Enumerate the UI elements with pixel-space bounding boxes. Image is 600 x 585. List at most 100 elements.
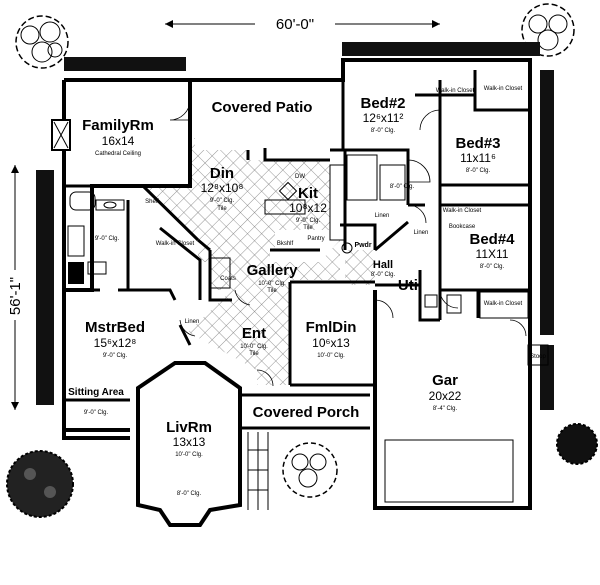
- room-ceiling: 8'-0" Clg.: [371, 128, 396, 134]
- room-ceiling: 9'-0" Clg.: [84, 410, 109, 416]
- room-floor: Tile: [217, 206, 227, 212]
- tile-floor: [345, 250, 375, 285]
- shrub-icon: [556, 423, 598, 465]
- walkin-label: Walk-in Closet: [443, 208, 482, 214]
- room-util: Util: [398, 277, 422, 294]
- depth-label: 56'-1": [7, 277, 24, 315]
- room-master: MstrBed 15⁶x12⁸ 9'-0" Clg.: [85, 319, 145, 359]
- cooktop-icon: [278, 181, 298, 201]
- room-ceiling: 10'-0" Clg.: [240, 344, 268, 350]
- hedge: [64, 57, 186, 71]
- room-ceiling: Cathedral Ceiling: [95, 151, 141, 157]
- room-ceiling: 9'-0" Clg.: [210, 198, 235, 204]
- room-name: FmlDin: [306, 319, 357, 336]
- room-name: Ent: [242, 325, 266, 342]
- wall-ceiling-label: 9'-0" Clg.: [95, 236, 120, 242]
- room-ceiling: 8'-0" Clg.: [466, 168, 491, 174]
- room-ceiling: 8'-0" Clg.: [371, 272, 396, 278]
- room-ent: Ent 10'-0" Clg. Tile: [240, 325, 268, 357]
- tile-floor: [143, 138, 270, 262]
- room-size: 10⁸x12: [289, 201, 327, 215]
- room-ceiling: 9'-0" Clg.: [296, 218, 321, 224]
- tile-floor: [248, 160, 330, 250]
- room-name: Gallery: [247, 262, 299, 279]
- room-name: Gar: [432, 372, 458, 389]
- wall-ceiling-label: 8'-0" Clg.: [390, 184, 415, 190]
- linen-label: Linen: [375, 213, 390, 219]
- walkin-label: Walk-in Closet: [436, 88, 475, 94]
- hedge: [540, 345, 554, 410]
- room-name: Bed#3: [455, 135, 500, 152]
- room-name: Bed#4: [469, 231, 515, 248]
- room-bed4: Bed#4 11X11 8'-0" Clg.: [469, 231, 515, 270]
- room-name: Bed#2: [360, 95, 405, 112]
- tree-icon: [282, 442, 338, 498]
- room-name: Sitting Area: [68, 387, 124, 398]
- room-sitting: Sitting Area 9'-0" Clg.: [68, 387, 124, 416]
- room-ceiling: 8'-4" Clg.: [433, 406, 458, 412]
- room-garage: Gar 20x22 8'-4" Clg.: [429, 372, 462, 412]
- room-kit: Kit 10⁸x12 9'-0" Clg. Tile: [289, 185, 327, 231]
- bkshlf-label: Bkshlf: [277, 241, 294, 247]
- bay-ceiling: 8'-0" Clg.: [177, 491, 202, 497]
- doors: [169, 99, 527, 387]
- room-family: FamilyRm 16x14 Cathedral Ceiling: [82, 117, 154, 157]
- linen-label: Linen: [414, 230, 429, 236]
- room-ceiling: 8'-0" Clg.: [480, 264, 505, 270]
- room-ceiling: 10'-0" Clg.: [258, 281, 286, 287]
- hedge: [342, 42, 540, 56]
- pwdr-label: Pwdr: [354, 242, 371, 249]
- room-name: LivRm: [166, 419, 212, 436]
- linen-label: Linen: [185, 319, 200, 325]
- room-size: 12⁶x11²: [363, 111, 404, 125]
- room-porch: Covered Porch: [253, 404, 360, 421]
- pantry-label: Pantry: [307, 236, 324, 242]
- room-livrm: LivRm 13x13 10'-0" Clg. 8'-0" Clg.: [166, 419, 212, 497]
- walkin-label: Walk-in Closet: [156, 241, 195, 247]
- dimension-width: 60'-0": [165, 16, 440, 33]
- room-size: 15⁶x12⁸: [94, 336, 137, 350]
- room-ceiling: 10'-0" Clg.: [175, 452, 203, 458]
- room-size: 13x13: [173, 435, 206, 449]
- room-size: 11X11: [476, 247, 509, 261]
- interior-walls: [51, 70, 549, 510]
- width-label: 60'-0": [276, 16, 314, 33]
- room-bed2: Bed#2 12⁶x11² 8'-0" Clg.: [360, 95, 405, 134]
- hedge: [36, 170, 54, 405]
- shrub-icon: [6, 450, 74, 518]
- room-size: 20x22: [429, 389, 462, 403]
- room-floor: Tile: [249, 351, 259, 357]
- tile-floor: [188, 240, 340, 385]
- coats-label: Coats: [220, 276, 236, 282]
- bookcase-label: Bookcase: [449, 224, 476, 230]
- landscaping: [6, 3, 598, 518]
- room-size: 16x14: [102, 134, 135, 148]
- walkin-label: Walk-in Closet: [484, 86, 523, 92]
- room-gallery: Gallery 10'-0" Clg. Tile: [247, 262, 299, 294]
- walkin-label: Walk-in Closet: [484, 301, 523, 307]
- room-floor: Tile: [267, 288, 277, 294]
- room-name: FamilyRm: [82, 117, 154, 134]
- hedge: [540, 70, 554, 335]
- stoop-label: Stoop: [530, 354, 546, 360]
- room-size: 11x11⁶: [460, 151, 496, 165]
- room-bed3: Bed#3 11x11⁶ 8'-0" Clg.: [455, 135, 500, 174]
- room-size: 12⁸x10⁸: [201, 181, 244, 195]
- dimension-depth: 56'-1": [7, 165, 24, 410]
- dw-label: DW: [295, 174, 305, 180]
- room-name: Hall: [373, 259, 393, 271]
- room-hall: Hall 8'-0" Clg.: [371, 259, 396, 278]
- tree-icon: [15, 15, 69, 69]
- room-fmldin: FmlDin 10⁶x13 10'-0" Clg.: [306, 319, 357, 359]
- room-name: Kit: [298, 185, 318, 202]
- room-din: Din 12⁸x10⁸ 9'-0" Clg. Tile: [201, 165, 244, 212]
- shelf-label: Shelf: [145, 199, 159, 205]
- room-name: Din: [210, 165, 234, 182]
- room-ceiling: 10'-0" Clg.: [317, 353, 345, 359]
- room-size: 10⁶x13: [312, 336, 350, 350]
- room-name: MstrBed: [85, 319, 145, 336]
- room-floor: Tile: [303, 225, 313, 231]
- room-ceiling: 9'-0" Clg.: [103, 353, 128, 359]
- room-patio: Covered Patio: [212, 99, 313, 116]
